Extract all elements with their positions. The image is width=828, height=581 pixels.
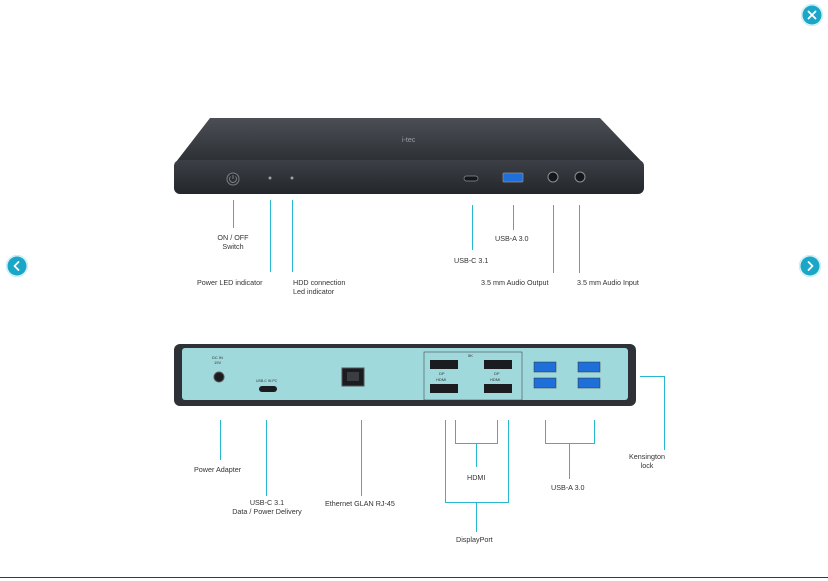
label-on-off: ON / OFF Switch	[210, 233, 256, 251]
dc-in-port	[214, 372, 224, 382]
bottom-divider	[0, 577, 828, 578]
hdmi-port-2	[484, 384, 512, 393]
label-on-off-line2: Switch	[210, 242, 256, 251]
label-ethernet: Ethernet GLAN RJ-45	[325, 499, 395, 508]
label-power-adapter: Power Adapter	[194, 465, 241, 474]
marking-hdmi-1: HDMI	[436, 377, 446, 382]
power-led	[269, 177, 272, 180]
marking-usb-c-pd: USB-C IN PC	[256, 379, 278, 383]
dp-port-2	[484, 360, 512, 369]
usb-a-port-3	[534, 378, 556, 388]
marking-hdmi-2: HDMI	[490, 377, 500, 382]
label-on-off-line1: ON / OFF	[210, 233, 256, 242]
label-usb-c-front: USB-C 3.1	[454, 256, 488, 265]
close-icon	[806, 9, 818, 21]
label-usb-a-front: USB-A 3.0	[495, 234, 529, 243]
chevron-left-icon	[11, 260, 23, 272]
hdmi-port-1	[430, 384, 458, 393]
label-usb-c-line1: USB-C 3.1	[222, 498, 312, 507]
marking-5k: 5K	[468, 353, 473, 358]
label-displayport: DisplayPort	[456, 535, 493, 544]
label-usb-a-back: USB-A 3.0	[551, 483, 585, 492]
usb-a-port-4	[578, 378, 600, 388]
label-usb-c-line2: Data / Power Delivery	[222, 507, 312, 516]
usb-c-pd-port	[259, 386, 277, 392]
label-usb-c-pd: USB-C 3.1 Data / Power Delivery	[222, 498, 312, 516]
brand-logo: i-tec	[402, 137, 416, 144]
usb-a-port-2	[578, 362, 600, 372]
usb-a-port	[503, 173, 523, 182]
label-audio-input: 3.5 mm Audio Input	[577, 278, 639, 287]
label-kensington: Kensington lock	[624, 452, 670, 470]
chevron-right-icon	[804, 260, 816, 272]
audio-input-port	[575, 172, 585, 182]
label-kensington-line1: Kensington	[624, 452, 670, 461]
label-power-led: Power LED indicator	[197, 278, 263, 287]
next-image-button[interactable]	[799, 255, 821, 277]
usb-a-port-1	[534, 362, 556, 372]
label-hdd-line1: HDD connection	[293, 278, 345, 287]
dp-port-1	[430, 360, 458, 369]
label-kensington-line2: lock	[624, 461, 670, 470]
marking-dp-1: DP	[439, 371, 445, 376]
label-hdd-line2: Led indicator	[293, 287, 345, 296]
dock-front-view: i-tec	[170, 110, 650, 200]
audio-output-port	[548, 172, 558, 182]
dock-back-view: DC IN 19V USB-C IN PC 5K DP DP HDMI HDMI	[172, 342, 642, 408]
label-hdd-connection: HDD connection Led indicator	[293, 278, 345, 296]
label-hdmi: HDMI	[467, 473, 485, 482]
hdd-led	[291, 177, 294, 180]
marking-dp-2: DP	[494, 371, 500, 376]
marking-dc-volt: 19V	[214, 360, 221, 365]
label-audio-output: 3.5 mm Audio Output	[481, 278, 549, 287]
usb-c-port	[464, 176, 478, 181]
close-button[interactable]	[801, 4, 823, 26]
previous-image-button[interactable]	[6, 255, 28, 277]
